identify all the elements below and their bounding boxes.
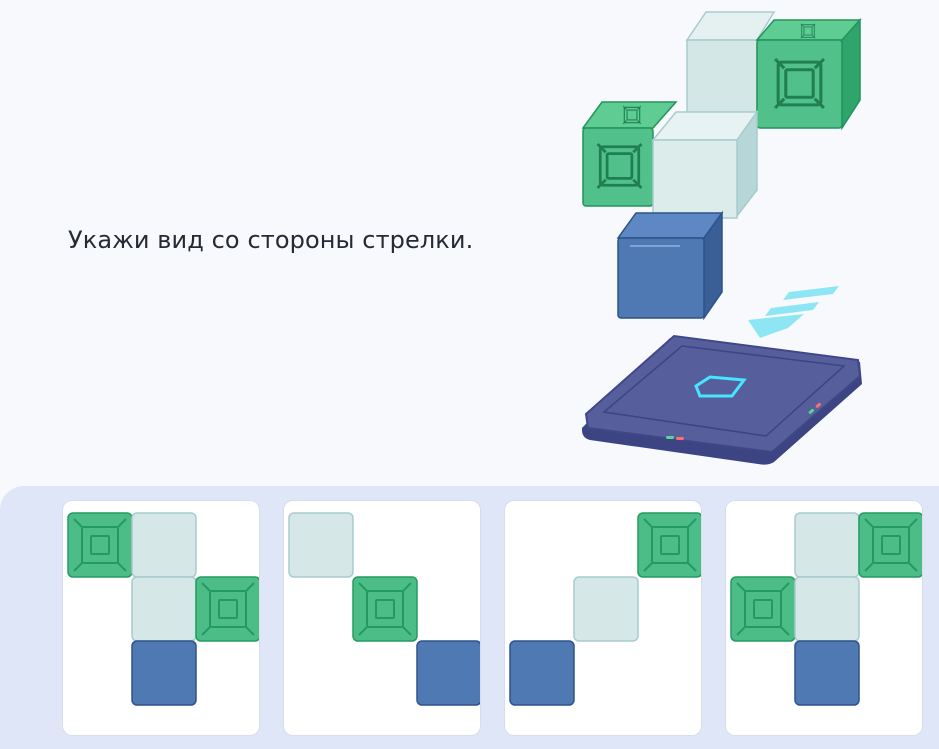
- grid-cell-light: [131, 512, 197, 578]
- option-grid: [67, 512, 259, 706]
- light-cube-top: [685, 11, 776, 119]
- grid-cell-light: [288, 512, 354, 578]
- grid-cell-green-crate: [858, 512, 922, 578]
- answer-option-3[interactable]: [504, 500, 702, 736]
- answer-options-panel: [0, 486, 939, 749]
- view-direction-arrow: [748, 286, 839, 338]
- grid-cell-light: [794, 576, 860, 642]
- grid-cell-green-crate: [352, 576, 418, 642]
- green-crate-middle-left: [581, 101, 678, 207]
- answer-option-1[interactable]: [62, 500, 260, 736]
- answer-option-2[interactable]: [283, 500, 481, 736]
- grid-cell-green-crate: [195, 576, 259, 642]
- option-grid: [288, 512, 480, 706]
- light-cube-middle: [651, 109, 759, 219]
- grid-cell-blue: [416, 640, 480, 706]
- grid-cell-light: [794, 512, 860, 578]
- option-grid: [730, 512, 922, 706]
- grid-cell-light: [573, 576, 639, 642]
- grid-cell-green-crate: [637, 512, 701, 578]
- answer-option-4[interactable]: [725, 500, 923, 736]
- grid-cell-green-crate: [730, 576, 796, 642]
- blue-cube-bottom: [616, 210, 724, 321]
- grid-cell-blue: [509, 640, 575, 706]
- green-crate-top-right: [755, 18, 862, 131]
- option-grid: [509, 512, 701, 706]
- grid-cell-blue: [131, 640, 197, 706]
- block-stack-illustration: [581, 11, 862, 465]
- grid-cell-blue: [794, 640, 860, 706]
- question-text: Укажи вид со стороны стрелки.: [68, 226, 474, 254]
- grid-cell-light: [131, 576, 197, 642]
- grid-cell-green-crate: [67, 512, 133, 578]
- scanner-pad: [582, 334, 862, 465]
